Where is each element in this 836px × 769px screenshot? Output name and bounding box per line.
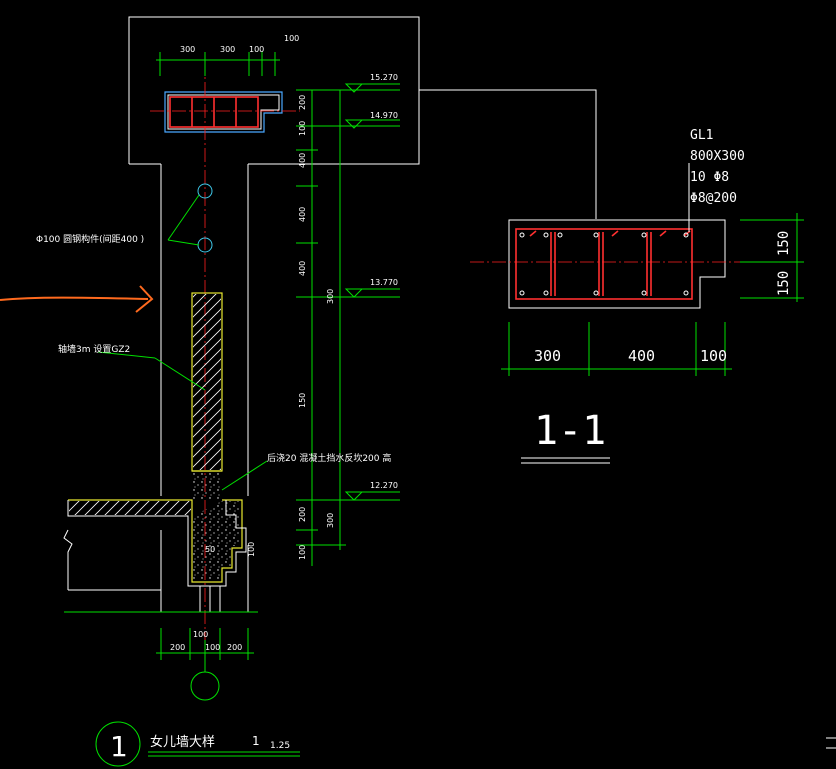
side-dim-7: 150 [298,393,307,408]
side-dim-6: 300 [326,289,335,304]
side-dim-1: 200 [298,95,307,110]
beam-stirrups: Φ8@200 [690,191,737,206]
beam-main-bars: 10 Φ8 [690,170,729,185]
detail-number-circle [95,721,141,767]
pipe-circle-upper [197,183,213,199]
elevation-4: 12.270 [370,481,398,490]
top-dim-1: 300 [180,45,195,54]
side-dim-4: 400 [298,207,307,222]
note-concrete: 后浇20 混凝土挡水反坎200 高 [267,452,391,464]
detail-scale-2: 1.25 [270,741,290,751]
detail-number: 1 [110,730,128,763]
section-dim-v1: 150 [776,231,792,256]
section-1-1: GL1 800X300 10 Φ8 Φ8@200 150 150 300 400… [470,128,804,464]
elevation-3: 13.770 [370,278,398,287]
note-wall: 轴墙3m 设置GZ2 [58,343,130,355]
section-dim-h2: 400 [628,347,655,365]
section-dim-v2: 150 [776,271,792,296]
detail-title-text: 女儿墙大样 [150,734,215,750]
top-dim-2: 300 [220,45,235,54]
section-dim-h3: 100 [700,347,727,365]
bottom-dimension-chain: 200 100 100 200 [156,628,254,660]
section-title: 1-1 [534,408,606,454]
section-rebar [515,228,693,300]
section-dim-h1: 300 [534,347,561,365]
top-dim-3: 100 [249,45,264,54]
detail-dim-100: 100 [247,542,256,557]
note-pipe: Φ100 圆钢构件(间距400 ) [36,233,144,245]
side-dim-3: 400 [298,153,307,168]
side-dim-8: 200 [298,507,307,522]
side-dim-5: 400 [298,261,307,276]
bottom-dim-4: 200 [227,643,242,652]
top-dim-4: 100 [284,34,299,43]
bottom-dim-3: 100 [205,643,220,652]
bottom-dim-2: 100 [193,630,208,639]
top-dimension-chain: 300 300 100 100 [156,34,299,76]
beam-size: 800X300 [690,149,745,164]
side-dim-10: 100 [298,545,307,560]
detail-dim-50: 50 [205,545,215,554]
elevation-marks: 15.270 14.970 13.770 12.270 [344,73,400,501]
detail-scale-1: 1 [252,734,260,748]
parapet-detail [0,16,597,701]
elevation-2: 14.970 [370,111,398,120]
side-dim-9: 300 [326,513,335,528]
vertical-dimension-chain: 200 100 400 400 400 300 150 200 300 100 [296,89,400,566]
coping-rebar [169,96,259,128]
elevation-1: 15.270 [370,73,398,82]
bottom-dim-1: 200 [170,643,185,652]
axis-bubble [190,671,220,701]
detail-title: 1 女儿墙大样 1 1.25 [95,721,300,767]
side-dim-2: 100 [298,121,307,136]
orange-arrow-icon [0,296,149,301]
beam-label: GL1 [690,128,713,143]
